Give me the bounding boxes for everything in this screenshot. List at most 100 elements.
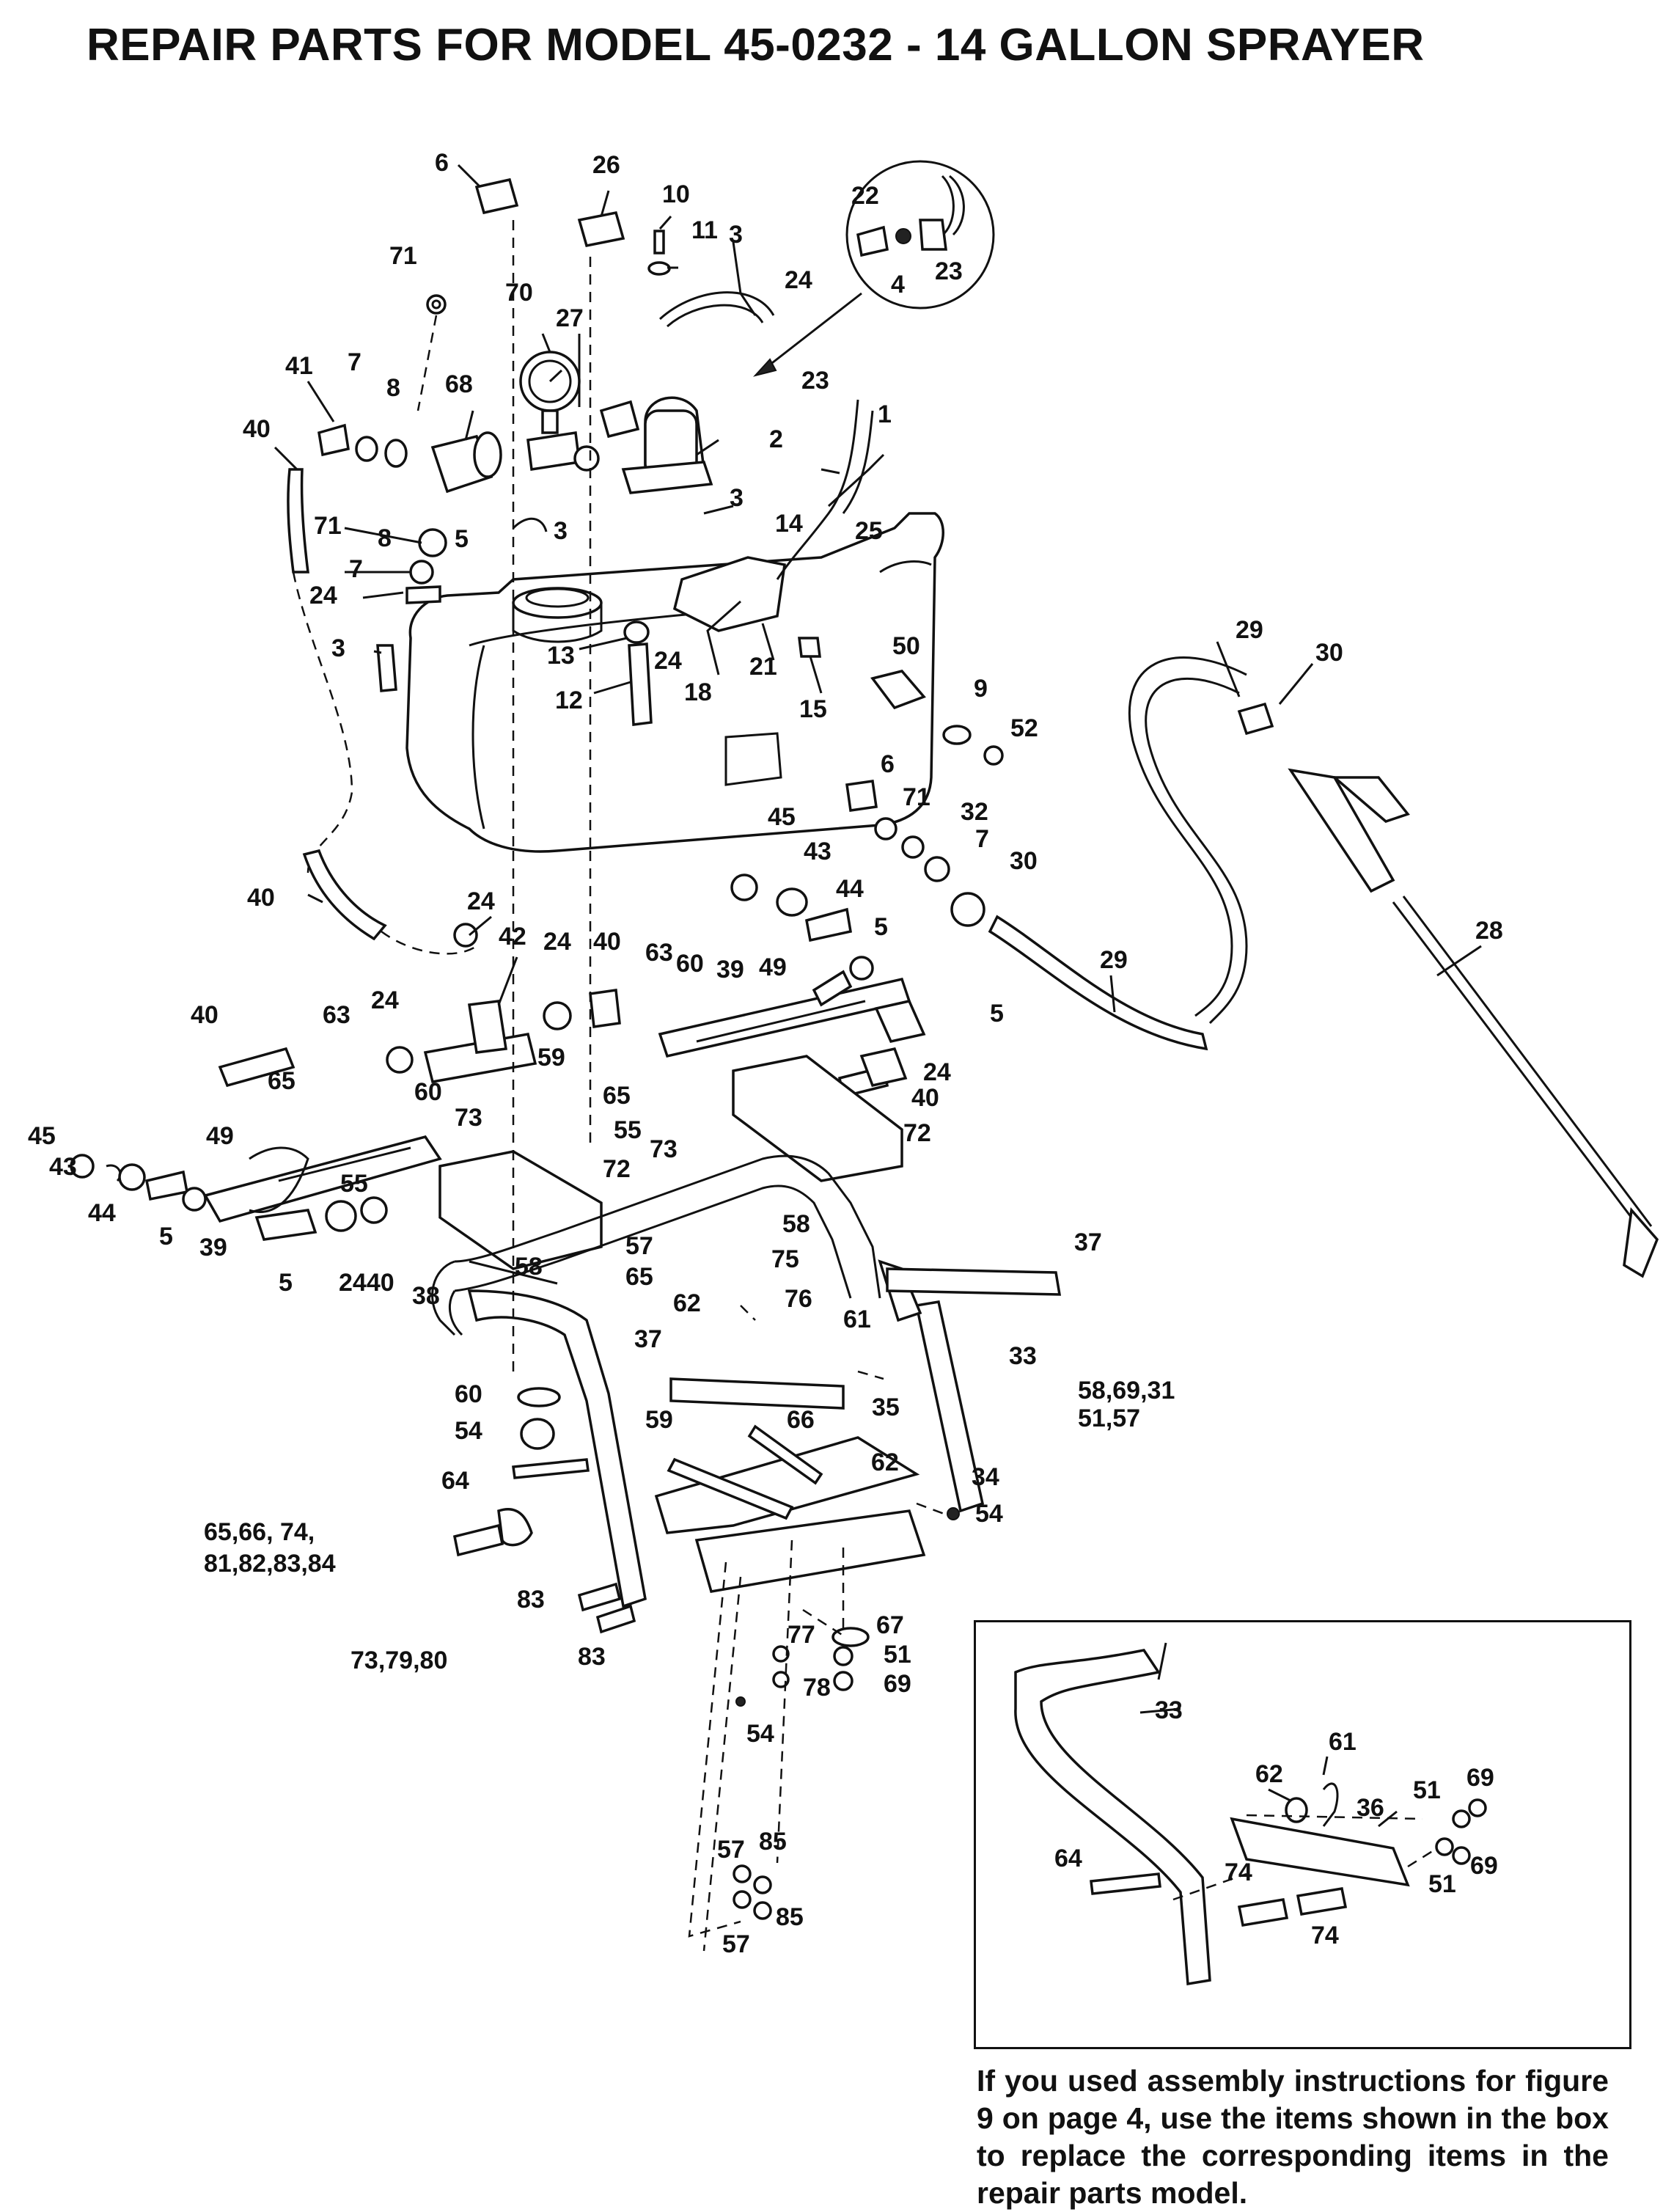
callout: 74 — [1225, 1858, 1252, 1886]
callout: 18 — [684, 678, 712, 706]
hose-29-lower — [988, 915, 1208, 1051]
callout: 3 — [730, 484, 744, 512]
callout: 73,79,80 — [350, 1647, 447, 1674]
callout: 30 — [1010, 847, 1038, 875]
callout: 72 — [903, 1119, 931, 1147]
wire-harness-2 — [842, 410, 874, 514]
callout: 3 — [331, 634, 345, 662]
callout: 33 — [1009, 1342, 1037, 1370]
callout: 57 — [717, 1836, 745, 1864]
spray-wand — [1237, 702, 1659, 1278]
frame-legs — [467, 1259, 985, 1608]
callout: 59 — [645, 1406, 673, 1434]
callout: 22 — [851, 182, 879, 210]
callout: 2 — [769, 425, 783, 453]
replacement-note: If you used assembly instructions for fi… — [977, 2064, 1609, 2210]
callout: 58 — [782, 1210, 810, 1238]
handle-right — [658, 970, 926, 1088]
plate-37-right — [886, 1267, 1062, 1296]
hardware-bottom-center — [733, 1507, 960, 1920]
callout: 50 — [892, 632, 920, 660]
callout: 28 — [1475, 917, 1503, 945]
callout: 36 — [1357, 1794, 1384, 1822]
suction-hose — [376, 644, 397, 692]
callout: 65 — [625, 1263, 653, 1291]
callout: 10 — [662, 180, 690, 208]
callout: 70 — [505, 279, 533, 307]
callout: 6 — [881, 750, 895, 778]
hose-40-upper — [287, 468, 309, 574]
callout: 54 — [746, 1720, 774, 1748]
tank-bracket — [672, 556, 786, 632]
callout: 62 — [673, 1289, 701, 1317]
callout: 7 — [349, 555, 363, 583]
callout: 7 — [348, 348, 361, 376]
page-title: REPAIR PARTS FOR MODEL 45-0232 - 14 GALL… — [87, 20, 1425, 70]
callout: 63 — [645, 939, 673, 967]
callout: 73 — [455, 1104, 482, 1132]
callout: 69 — [1466, 1764, 1494, 1792]
filter-12 — [628, 642, 653, 726]
callout: 6 — [435, 149, 449, 177]
callout-labels: 6 26 10 11 3 22 71 4 23 24 70 27 41 7 8 … — [28, 149, 1503, 1958]
callout: 14 — [775, 510, 803, 538]
callout: 43 — [49, 1153, 77, 1181]
callout: 63 — [323, 1001, 350, 1029]
callout: 51,57 — [1078, 1405, 1140, 1432]
callout: 38 — [412, 1282, 440, 1310]
callout: 69 — [1470, 1852, 1498, 1880]
callout: 5 — [874, 913, 888, 941]
handle-left — [203, 1135, 442, 1241]
callout: 21 — [749, 653, 777, 681]
callout: 55 — [340, 1170, 368, 1198]
wire-harness — [776, 399, 859, 580]
callout: 24 — [309, 582, 337, 609]
callout: 13 — [547, 642, 575, 670]
callout: 23 — [801, 367, 829, 395]
callout: 7 — [975, 825, 989, 853]
callout: 76 — [785, 1285, 812, 1313]
callout: 71 — [903, 783, 930, 811]
callout: 77 — [788, 1621, 815, 1649]
bracket-right — [732, 1055, 903, 1182]
callout: 25 — [855, 517, 883, 545]
callout: 40 — [911, 1084, 939, 1112]
callout: 49 — [759, 953, 787, 981]
callout: 65 — [268, 1067, 295, 1095]
callout: 85 — [776, 1903, 804, 1931]
callout: 32 — [961, 798, 988, 826]
callout: 15 — [799, 695, 827, 723]
callout: 71 — [314, 512, 342, 540]
callout: 51 — [1428, 1870, 1456, 1898]
callout: 81,82,83,84 — [204, 1550, 336, 1578]
callout: 51 — [884, 1641, 911, 1669]
callout: 42 — [499, 923, 526, 951]
grommet-15 — [798, 637, 821, 658]
callout: 41 — [285, 352, 313, 380]
callout: 49 — [206, 1122, 234, 1150]
callout: 57 — [722, 1930, 750, 1958]
valve-fittings — [317, 294, 640, 604]
callout: 45 — [768, 803, 796, 831]
callout: 1 — [878, 400, 892, 428]
callout: 71 — [389, 242, 417, 270]
pump-assembly — [621, 291, 775, 494]
callout: 61 — [1329, 1728, 1357, 1756]
callout: 65,66, 74, — [204, 1518, 315, 1546]
callout: 29 — [1100, 946, 1128, 974]
callout: 74 — [1311, 1922, 1339, 1949]
callout: 23 — [935, 257, 963, 285]
callout: 40 — [593, 928, 621, 956]
callout: 8 — [378, 524, 392, 552]
inset-parts — [1014, 1642, 1487, 1986]
callout: 64 — [441, 1467, 469, 1495]
callout: 52 — [1010, 714, 1038, 742]
screw-10 — [653, 230, 665, 254]
callout: 62 — [1255, 1760, 1283, 1788]
callout: 40 — [247, 884, 275, 912]
callout: 24 — [923, 1058, 951, 1086]
frame-tube — [431, 1154, 881, 1336]
tee-fitting — [386, 923, 621, 1084]
callout: 5 — [159, 1223, 173, 1250]
